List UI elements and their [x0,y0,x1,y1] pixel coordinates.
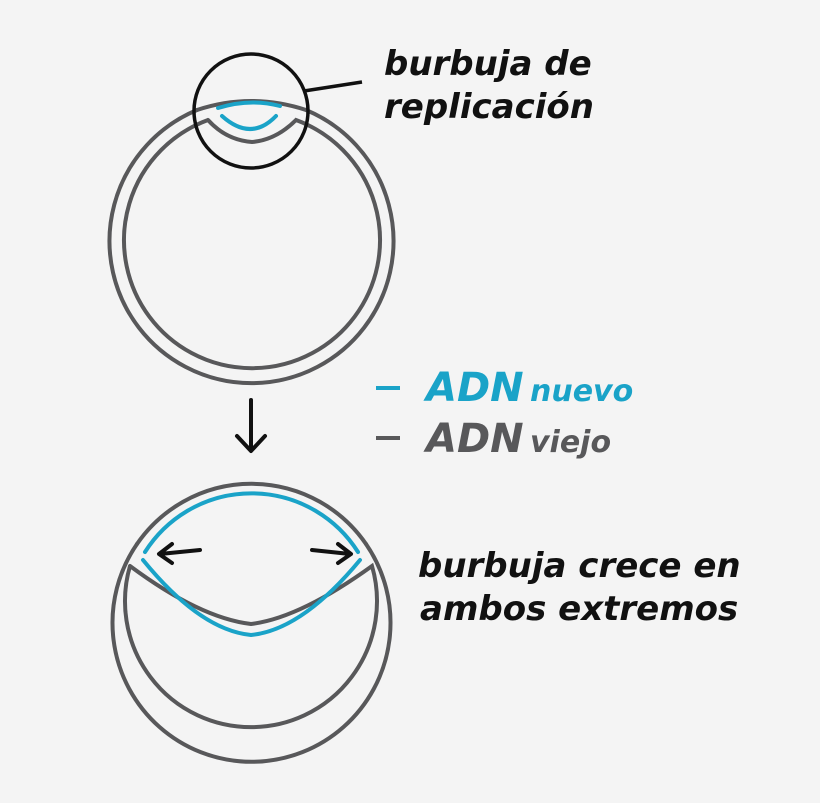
legend: ADN nuevo ADN viejo [376,365,633,462]
old-dna-inner-strand [122,117,382,371]
new-dna-bottom-arc [141,558,362,638]
circular-dna-growing-bubble [110,481,393,764]
circular-dna-initial [107,99,396,386]
old-dna-outer-strand-top [135,481,368,546]
arrow-down-icon [235,398,267,453]
new-dna-top-arc [143,491,360,554]
old-dna-inner-strand-bottom [123,562,379,730]
arrow-left-icon [157,542,202,565]
replication-bubble-label-line2: replicación [384,87,594,127]
legend-new-dna-abbr: ADN [423,365,524,411]
bubble-grows-label-line2: ambos extremos [420,589,738,629]
old-dna-outer-strand [107,108,396,386]
arrow-right-icon [310,542,353,565]
replication-bubble-highlight [192,52,310,170]
new-dna-bubble-bottom [220,114,278,131]
new-dna-bubble-top [216,100,282,110]
legend-old-dna-abbr: ADN [423,416,524,462]
legend-new-dna-word: nuevo [530,374,633,409]
label-pointer-line [303,80,363,93]
replication-bubble-label-line1: burbuja de [384,44,592,84]
old-dna-outer-strand-bottom [110,542,393,764]
legend-old-dna-word: viejo [530,425,611,460]
bubble-grows-label-line1: burbuja crece en [418,546,741,586]
